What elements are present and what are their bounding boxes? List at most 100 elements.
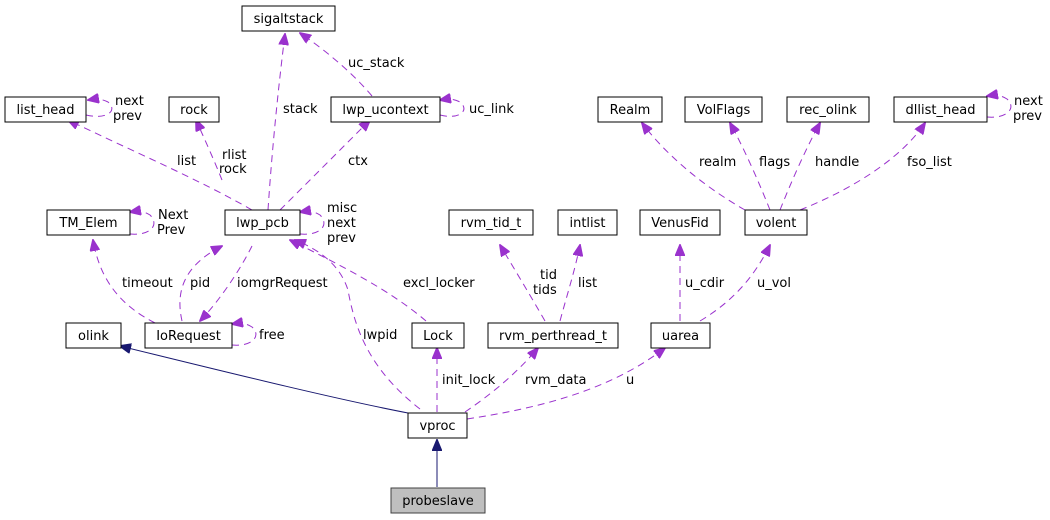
svg-text:lwp_ucontext: lwp_ucontext: [342, 103, 428, 118]
edge-list: [68, 120, 253, 211]
node-volent[interactable]: volent: [744, 209, 808, 236]
svg-text:uarea: uarea: [662, 329, 699, 344]
node-list-head[interactable]: list_head: [4, 96, 87, 123]
edge-timeout: [93, 240, 156, 324]
svg-text:lwp_pcb: lwp_pcb: [236, 216, 289, 231]
node-intlist[interactable]: intlist: [557, 209, 618, 236]
svg-text:rec_olink: rec_olink: [799, 103, 857, 118]
label-u-vol: u_vol: [757, 276, 791, 291]
label-flags: flags: [759, 155, 790, 170]
edge-stack: [267, 34, 285, 211]
label-free: free: [259, 328, 285, 343]
svg-text:dllist_head: dllist_head: [906, 103, 976, 118]
svg-text:vproc: vproc: [419, 419, 455, 434]
node-uarea[interactable]: uarea: [650, 322, 711, 349]
node-dllist-head[interactable]: dllist_head: [893, 96, 988, 123]
svg-text:sigaltstack: sigaltstack: [254, 12, 324, 27]
label-list-head-prev: prev: [113, 109, 142, 124]
label-tm-elem-next: Next: [158, 208, 188, 223]
label-ctx: ctx: [348, 154, 368, 169]
label-list-head-next: next: [115, 94, 144, 109]
node-rock[interactable]: rock: [168, 96, 220, 123]
edge-free: [232, 323, 257, 346]
svg-text:Realm: Realm: [610, 103, 651, 118]
label-intlist-list: list: [578, 276, 597, 291]
label-u: u: [626, 373, 634, 388]
edge-fso-list: [799, 123, 925, 211]
svg-text:VenusFid: VenusFid: [651, 216, 709, 231]
label-lwp-pcb-misc: misc: [327, 201, 357, 216]
edge-lwp-ucontext-self: [440, 99, 465, 117]
edge-flags: [730, 123, 771, 211]
node-rvm-tid-t[interactable]: rvm_tid_t: [448, 209, 534, 236]
label-tm-elem-prev: Prev: [157, 223, 186, 238]
edge-uc-stack: [300, 33, 373, 97]
edge-handle: [779, 123, 820, 211]
edge-lwpid: [295, 240, 421, 410]
label-dllist-next: next: [1014, 94, 1043, 109]
edge-vproc-to-olink: [120, 346, 409, 414]
label-lwp-pcb-prev: prev: [327, 231, 356, 246]
node-tm-elem[interactable]: TM_Elem: [46, 209, 131, 236]
edge-pid: [179, 246, 222, 322]
svg-text:olink: olink: [78, 329, 109, 344]
edge-u: [466, 348, 665, 420]
edge-rvm-data: [464, 348, 538, 413]
svg-text:Lock: Lock: [423, 329, 453, 344]
label-iomgr-request: iomgrRequest: [237, 276, 328, 291]
edge-list-head-self: [85, 99, 113, 117]
node-probeslave[interactable]: probeslave: [390, 487, 486, 514]
label-stack: stack: [283, 102, 318, 117]
label-pid: pid: [190, 276, 210, 291]
node-lock[interactable]: Lock: [411, 322, 465, 349]
svg-text:VolFlags: VolFlags: [697, 103, 751, 118]
edge-dllist-head-self: [987, 95, 1012, 118]
edge-ctx: [279, 120, 370, 211]
svg-text:probeslave: probeslave: [402, 494, 474, 509]
node-venusfid[interactable]: VenusFid: [639, 209, 721, 236]
node-olink[interactable]: olink: [65, 322, 122, 349]
node-volflags[interactable]: VolFlags: [684, 96, 763, 123]
edge-realm: [642, 123, 746, 211]
label-realm: realm: [699, 155, 736, 170]
nodes: sigaltstack list_head rock lwp_ucontext …: [4, 5, 988, 514]
label-uc-stack: uc_stack: [348, 56, 405, 71]
node-rec-olink[interactable]: rec_olink: [786, 96, 870, 123]
svg-text:volent: volent: [756, 216, 797, 231]
label-uc-link: uc_link: [469, 102, 514, 117]
edge-intlist-list: [559, 245, 580, 322]
edge-rock: [196, 120, 223, 181]
label-u-cdir: u_cdir: [685, 276, 725, 291]
node-rvm-perthread-t[interactable]: rvm_perthread_t: [487, 322, 619, 349]
edge-labels: next prev uc_stack stack uc_link list rl…: [113, 56, 1043, 388]
label-handle: handle: [815, 155, 859, 170]
node-sigaltstack[interactable]: sigaltstack: [241, 5, 336, 32]
label-list: list: [177, 154, 196, 169]
label-lwp-pcb-next: next: [327, 216, 356, 231]
svg-text:IoRequest: IoRequest: [156, 329, 221, 344]
edge-tm-elem-self: [130, 211, 155, 235]
svg-text:rvm_perthread_t: rvm_perthread_t: [499, 329, 607, 344]
label-rlist: rlist: [222, 148, 246, 163]
label-timeout: timeout: [122, 276, 173, 291]
svg-text:rock: rock: [180, 103, 208, 118]
label-dllist-prev: prev: [1013, 109, 1042, 124]
node-vproc[interactable]: vproc: [407, 412, 468, 439]
edge-u-vol: [699, 245, 770, 322]
label-init-lock: init_lock: [442, 373, 496, 388]
svg-text:rvm_tid_t: rvm_tid_t: [461, 216, 522, 231]
edges: [68, 33, 1012, 487]
svg-text:intlist: intlist: [569, 216, 605, 231]
node-lwp-ucontext[interactable]: lwp_ucontext: [330, 96, 441, 123]
edge-excl-locker: [290, 240, 427, 322]
edge-lwp-pcb-self: [300, 211, 325, 235]
node-realm[interactable]: Realm: [597, 96, 663, 123]
node-iorequest[interactable]: IoRequest: [144, 322, 233, 349]
label-excl-locker: excl_locker: [403, 276, 475, 291]
svg-text:TM_Elem: TM_Elem: [58, 216, 117, 231]
node-lwp-pcb[interactable]: lwp_pcb: [224, 209, 301, 236]
label-rock: rock: [219, 162, 247, 177]
label-tids: tids: [533, 283, 557, 298]
label-lwpid: lwpid: [363, 328, 397, 343]
